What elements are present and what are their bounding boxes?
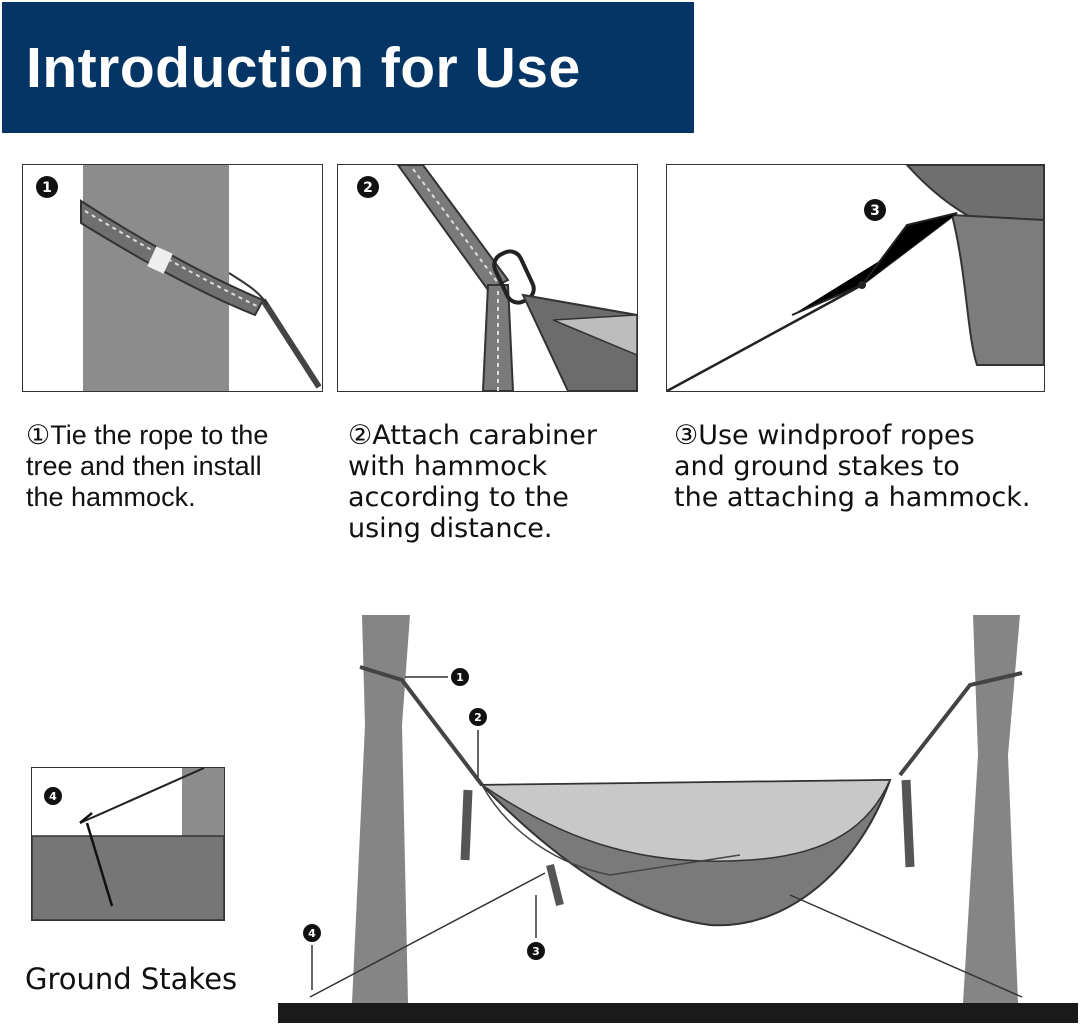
scene-marker-2: 2 [474, 711, 482, 724]
step-2-caption-line-4: using distance. [348, 513, 553, 544]
step-2-illustration: 2 [337, 164, 638, 392]
step-3-illustration: 3 [666, 164, 1045, 392]
step-1-number: 1 [42, 180, 52, 196]
inset-number: 4 [49, 790, 57, 803]
step-2-caption-line-1: ②Attach carabiner [348, 420, 597, 451]
hammock-setup-illustration: 1 2 3 4 [270, 605, 1080, 1029]
step-3-caption: ③Use windproof ropes and ground stakes t… [674, 420, 1074, 513]
title-banner: Introduction for Use [2, 2, 694, 133]
page-title: Introduction for Use [26, 35, 581, 100]
step-2-caption-line-2: with hammock [348, 451, 548, 482]
step-1-caption-line-3: the hammock. [26, 482, 196, 512]
step-3-caption-line-2: and ground stakes to [674, 451, 960, 482]
step-2-caption: ②Attach carabiner with hammock according… [348, 420, 658, 544]
ground-stakes-illustration: 4 [31, 767, 225, 921]
step-1-marker-icon [36, 176, 58, 198]
step-2-caption-line-3: according to the [348, 482, 569, 513]
scene-marker-3: 3 [532, 945, 540, 958]
step-3-caption-line-1: ③Use windproof ropes [674, 420, 975, 451]
step-1-illustration: 1 [22, 164, 323, 392]
scene-marker-1: 1 [456, 671, 464, 684]
scene-marker-4: 4 [308, 927, 316, 940]
step-2-number: 2 [363, 180, 373, 196]
step-1-caption: ①Tie the rope to the tree and then insta… [26, 420, 336, 513]
step-3-number: 3 [870, 203, 880, 219]
step-3-caption-line-3: the attaching a hammock. [674, 482, 1031, 513]
step-1-caption-line-2: tree and then install [26, 451, 262, 481]
ground-stakes-label: Ground Stakes [25, 962, 238, 996]
step-1-caption-line-1: ①Tie the rope to the [26, 420, 269, 450]
